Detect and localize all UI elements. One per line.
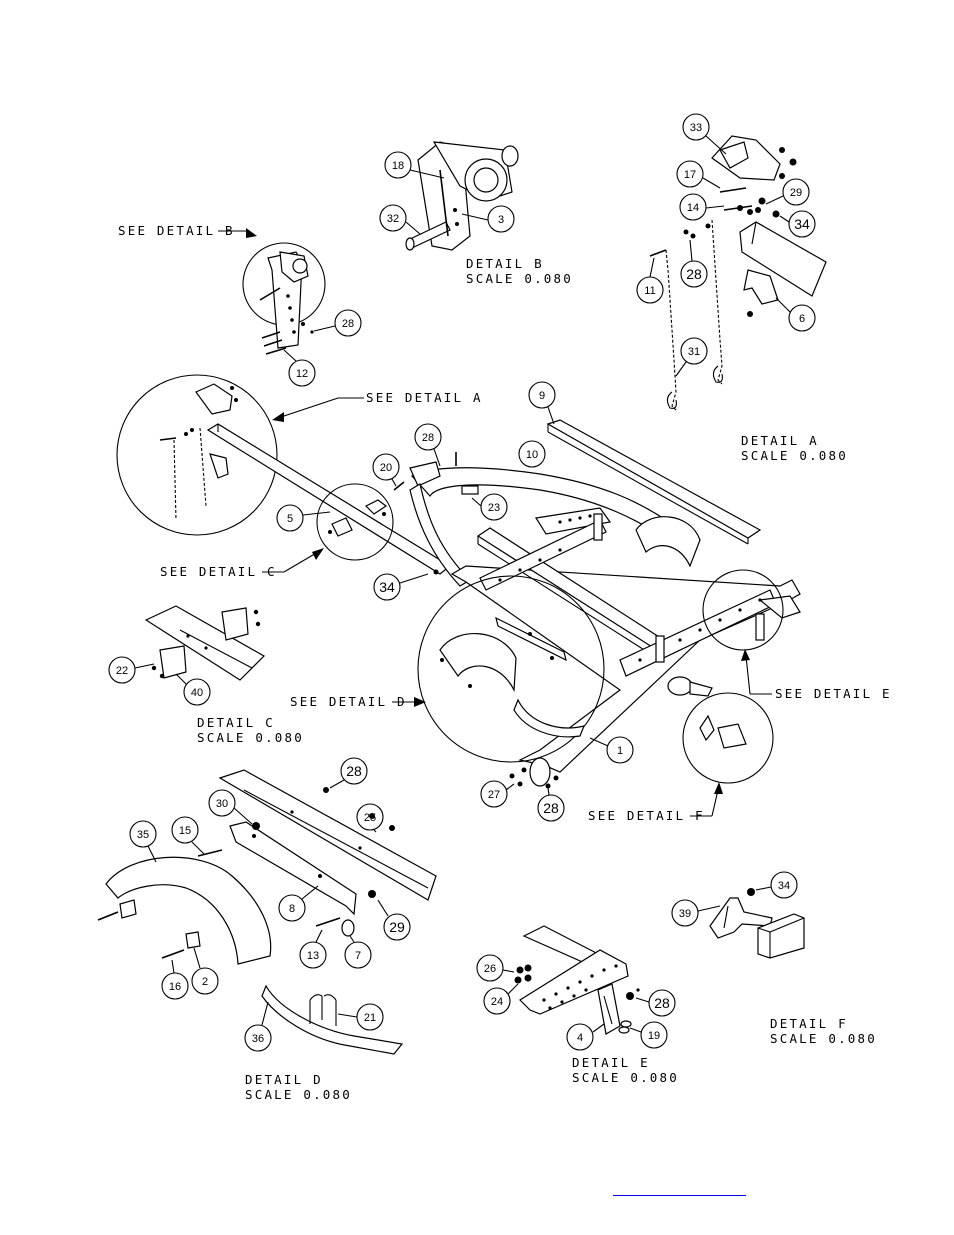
balloon: 33: [690, 122, 702, 134]
see-detail-e-label: SEE DETAIL E: [775, 686, 892, 701]
balloon: 26: [484, 963, 496, 975]
balloon: 36: [252, 1033, 264, 1045]
detail-c-scale: SCALE 0.080: [197, 730, 304, 745]
balloon: 12: [296, 368, 308, 380]
balloon: 22: [116, 665, 128, 677]
see-detail-d-circle: [417, 575, 605, 763]
balloon: 2: [202, 976, 208, 988]
balloon: 34: [778, 880, 790, 892]
detail-f-drawing: [709, 888, 805, 959]
see-detail-f-parts: [699, 714, 747, 749]
balloon: 29: [790, 187, 802, 199]
balloon: 25: [364, 812, 376, 824]
see-detail-f-label: SEE DETAIL F: [588, 808, 705, 823]
balloon: 11: [644, 285, 655, 297]
detail-c-drawing: [144, 605, 265, 681]
see-detail-c-parts: [328, 499, 388, 537]
balloon: 4: [577, 1032, 583, 1044]
detail-b-winch-drawing: [405, 141, 519, 251]
balloon: 29: [389, 919, 405, 935]
balloon: 27: [488, 789, 500, 801]
balloon: 28: [686, 266, 702, 282]
see-detail-c-circle: [316, 483, 394, 561]
detail-d-title: DETAIL D: [245, 1072, 323, 1087]
detail-a-scale: SCALE 0.080: [741, 448, 848, 463]
balloon: 28: [346, 763, 362, 779]
see-detail-d-parts: [439, 616, 585, 738]
balloon: 34: [794, 216, 810, 232]
balloon: 15: [179, 825, 191, 837]
detail-e-balloons: 26 24 28 4 19: [476, 954, 676, 1051]
balloon: 28: [543, 800, 559, 816]
detail-d-drawing: [97, 769, 437, 1055]
detail-d-balloons: 28 30 25 35 15 8 29 13 7 16 2 21 36: [129, 757, 411, 1052]
see-detail-f-circle: [682, 692, 774, 784]
balloon: 3: [498, 214, 504, 226]
balloon: 28: [342, 318, 354, 330]
balloon: 35: [137, 829, 149, 841]
balloon: 17: [684, 169, 696, 181]
see-detail-a-label: SEE DETAIL A: [366, 390, 483, 405]
balloon: 9: [539, 390, 545, 402]
detail-b-balloons: 18 32 3: [379, 151, 515, 235]
detail-b-title: DETAIL B: [466, 256, 544, 271]
balloon: 39: [679, 908, 691, 920]
detail-e-drawing: [514, 925, 640, 1035]
balloon: 21: [364, 1012, 376, 1024]
detail-e-scale: SCALE 0.080: [572, 1070, 679, 1085]
detail-d-scale: SCALE 0.080: [245, 1087, 352, 1102]
see-detail-a-circle: [116, 374, 278, 536]
balloon: 18: [392, 160, 404, 172]
balloon: 10: [526, 449, 538, 461]
detail-f-title: DETAIL F: [770, 1016, 848, 1031]
balloon: 28: [422, 432, 434, 444]
detail-a-balloons: 33 17 14 29 34 11 28 31 6: [636, 113, 816, 377]
balloon: 5: [287, 513, 293, 525]
balloon: 7: [355, 950, 361, 962]
see-detail-a-parts: [159, 383, 238, 521]
balloon: 13: [307, 950, 319, 962]
balloon: 34: [379, 579, 395, 595]
footer-link[interactable]: [613, 1183, 746, 1196]
see-detail-e-circle: [702, 569, 784, 651]
main-balloons: 9 28 10 20 23 5 34 1 27 28: [276, 381, 634, 822]
balloon: 31: [688, 346, 700, 358]
balloon: 24: [491, 996, 503, 1008]
detail-e-title: DETAIL E: [572, 1055, 650, 1070]
balloon: 30: [216, 798, 228, 810]
balloon: 23: [488, 502, 500, 514]
detail-c-title: DETAIL C: [197, 715, 275, 730]
see-detail-d-label: SEE DETAIL D: [290, 694, 407, 709]
balloon: 40: [191, 687, 203, 699]
balloon: 16: [169, 981, 181, 993]
balloon: 1: [617, 745, 623, 757]
balloon: 28: [654, 995, 670, 1011]
see-detail-c-label: SEE DETAIL C: [160, 564, 277, 579]
detail-f-scale: SCALE 0.080: [770, 1031, 877, 1046]
balloon: 32: [387, 213, 399, 225]
detail-a-title: DETAIL A: [741, 433, 819, 448]
balloon: 20: [380, 462, 392, 474]
balloon: 6: [799, 313, 805, 325]
see-detail-b-part: [259, 251, 314, 355]
see-detail-b-label: SEE DETAIL B: [118, 223, 235, 238]
balloon: 14: [687, 202, 699, 214]
main-trailer-frame: [206, 419, 801, 789]
detail-a-drawing: [649, 135, 827, 411]
balloon: 8: [289, 903, 295, 915]
detail-b-scale: SCALE 0.080: [466, 271, 573, 286]
balloon: 19: [648, 1030, 660, 1042]
